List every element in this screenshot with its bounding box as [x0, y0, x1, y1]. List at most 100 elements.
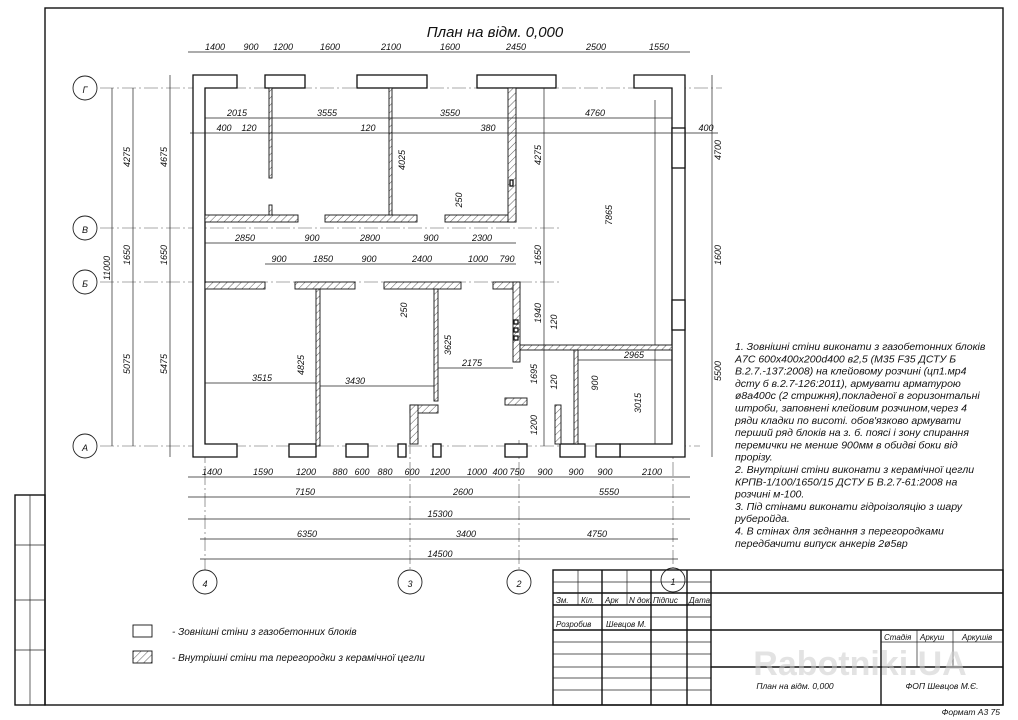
note-line: дсту б в.2.7-126:2011), армувати арматур… — [735, 378, 961, 390]
dimension-label: 1200 — [273, 42, 293, 52]
note-line: А7С 600х400х200d400 в2,5 (М35 F35 ДСТУ Б — [734, 353, 956, 365]
dimension-lines — [111, 51, 718, 560]
axis-col-marker-circle — [397, 569, 423, 595]
dimension-label: 7865 — [604, 204, 614, 225]
dimension-label: 11000 — [102, 256, 112, 280]
dimension-label: 380 — [480, 123, 495, 133]
dimension-label: 2175 — [461, 358, 483, 368]
dimension-label: 900 — [568, 467, 583, 477]
tb-sheets-label: Аркушів — [961, 633, 992, 642]
dimension-label: 4275 — [122, 146, 132, 167]
dimension-label: 1650 — [159, 245, 169, 265]
sheet-frame — [44, 7, 1004, 706]
note-line: ряди кладки по висоті. обов'язково армув… — [734, 415, 961, 427]
tb-sheet-label: Аркуш — [919, 633, 945, 642]
title-block: Зм. Кіл. Арк N док. Підпис Дата Розробив… — [552, 569, 1004, 717]
dimension-label: 900 — [271, 254, 286, 264]
dimension-label: 2800 — [359, 233, 380, 243]
dimension-label: 1550 — [649, 42, 669, 52]
dimension-label: 400 — [698, 123, 713, 133]
legend-label-interior: - Внутрішні стіни та перегородки з керам… — [172, 653, 425, 664]
dimension-label: 1400 — [205, 42, 225, 52]
dimension-label: 120 — [549, 314, 559, 329]
tb-company: ФОП Шевцов М.Є. — [905, 681, 978, 691]
dimension-label: 1600 — [713, 245, 723, 265]
note-line: прорізу. — [735, 452, 773, 464]
dimension-label: 2400 — [411, 254, 432, 264]
note-line: ø8а400с (2 стрижня),покладеної в горизон… — [735, 390, 980, 402]
dimension-label: 2015 — [226, 108, 248, 118]
dimension-label: 900 — [537, 467, 552, 477]
dimension-label: 3400 — [456, 529, 476, 539]
tb-header-date: Дата — [688, 596, 711, 605]
axis-col-marker: 2 — [515, 579, 521, 589]
dimension-label: 2600 — [452, 487, 473, 497]
tb-header-change: Зм. — [556, 596, 569, 605]
tb-stage-label: Стадія — [884, 633, 912, 642]
general-notes: 1. Зовнішні стіни виконати з газобетонни… — [734, 341, 986, 550]
dimension-label: 2100 — [380, 42, 401, 52]
note-line: КРПВ-1/100/1650/15 ДСТУ Б В.2.7-61:2008 … — [735, 476, 957, 488]
dimension-label: 15300 — [427, 509, 452, 519]
dimension-label: 750 — [509, 467, 524, 477]
dimension-label: 4025 — [397, 149, 407, 170]
note-line: штроби, заповнені клейовим розчином,чере… — [735, 403, 967, 415]
dimension-label: 5550 — [599, 487, 619, 497]
dimension-label: 2100 — [641, 467, 662, 477]
dimension-label: 250 — [454, 192, 464, 208]
note-line: передбачити випуск анкерів 2ø5вр — [735, 538, 908, 550]
sheet-format: Формат А3 75 — [942, 707, 1001, 717]
tb-header-signature: Підпис — [653, 596, 678, 605]
legend: - Зовнішні стіни з газобетонних блоків -… — [132, 624, 425, 664]
dimension-label: 4700 — [713, 140, 723, 160]
tb-header-doc: N док. — [629, 596, 652, 605]
note-line: 1. Зовнішні стіни виконати з газобетонни… — [735, 341, 986, 353]
interior-walls — [204, 87, 673, 447]
dimension-label: 1650 — [533, 245, 543, 265]
note-line: розчині м-100. — [734, 489, 804, 501]
dimension-label: 790 — [499, 254, 514, 264]
dimension-label: 4750 — [587, 529, 607, 539]
watermark: Rabotniki.UA — [753, 645, 966, 683]
axis-col-marker-circle — [192, 569, 218, 595]
dimension-label: 400 — [216, 123, 231, 133]
axis-col-marker-circle — [506, 569, 532, 595]
dimension-label: 2300 — [471, 233, 492, 243]
note-line: руберойда. — [734, 513, 790, 525]
dimension-label: 900 — [597, 467, 612, 477]
axis-row-marker: А — [81, 443, 88, 453]
dimension-label: 5475 — [159, 353, 169, 374]
dimension-label: 120 — [241, 123, 256, 133]
dimension-label: 120 — [549, 374, 559, 389]
dimension-label: 2965 — [623, 350, 645, 360]
dimension-label: 4675 — [159, 146, 169, 167]
dimension-label: 7150 — [295, 487, 315, 497]
dimension-label: 1600 — [320, 42, 340, 52]
dimension-label: 1940 — [533, 303, 543, 323]
dimension-label: 2850 — [234, 233, 255, 243]
dimension-label: 1600 — [440, 42, 460, 52]
dimension-label: 1400 — [202, 467, 222, 477]
dimension-label: 1590 — [253, 467, 273, 477]
axis-row-marker-circle — [72, 433, 98, 459]
dimension-label: 1850 — [313, 254, 333, 264]
dimension-label: 250 — [399, 302, 409, 318]
dimension-label: 4760 — [585, 108, 605, 118]
dimension-label: 900 — [590, 375, 600, 390]
dimension-label: 3625 — [443, 334, 453, 355]
note-line: 4. В стінах для зєднання з перегородками — [735, 526, 944, 538]
dimension-label: 120 — [360, 123, 375, 133]
axis-row-marker: Г — [83, 85, 89, 95]
legend-label-exterior: - Зовнішні стіни з газобетонних блоків — [172, 626, 357, 638]
dimension-label: 2450 — [505, 42, 526, 52]
axis-col-marker: 3 — [407, 579, 412, 589]
dimension-label: 6350 — [297, 529, 317, 539]
dimension-label: 4275 — [533, 144, 543, 165]
axis-row-marker-circle — [72, 269, 98, 295]
axis-col-marker-circle — [660, 567, 686, 593]
dimension-label: 1200 — [430, 467, 450, 477]
dimension-label: 3515 — [252, 373, 273, 383]
axis-row-marker: Б — [82, 279, 88, 289]
legend-swatch-exterior — [132, 624, 153, 638]
